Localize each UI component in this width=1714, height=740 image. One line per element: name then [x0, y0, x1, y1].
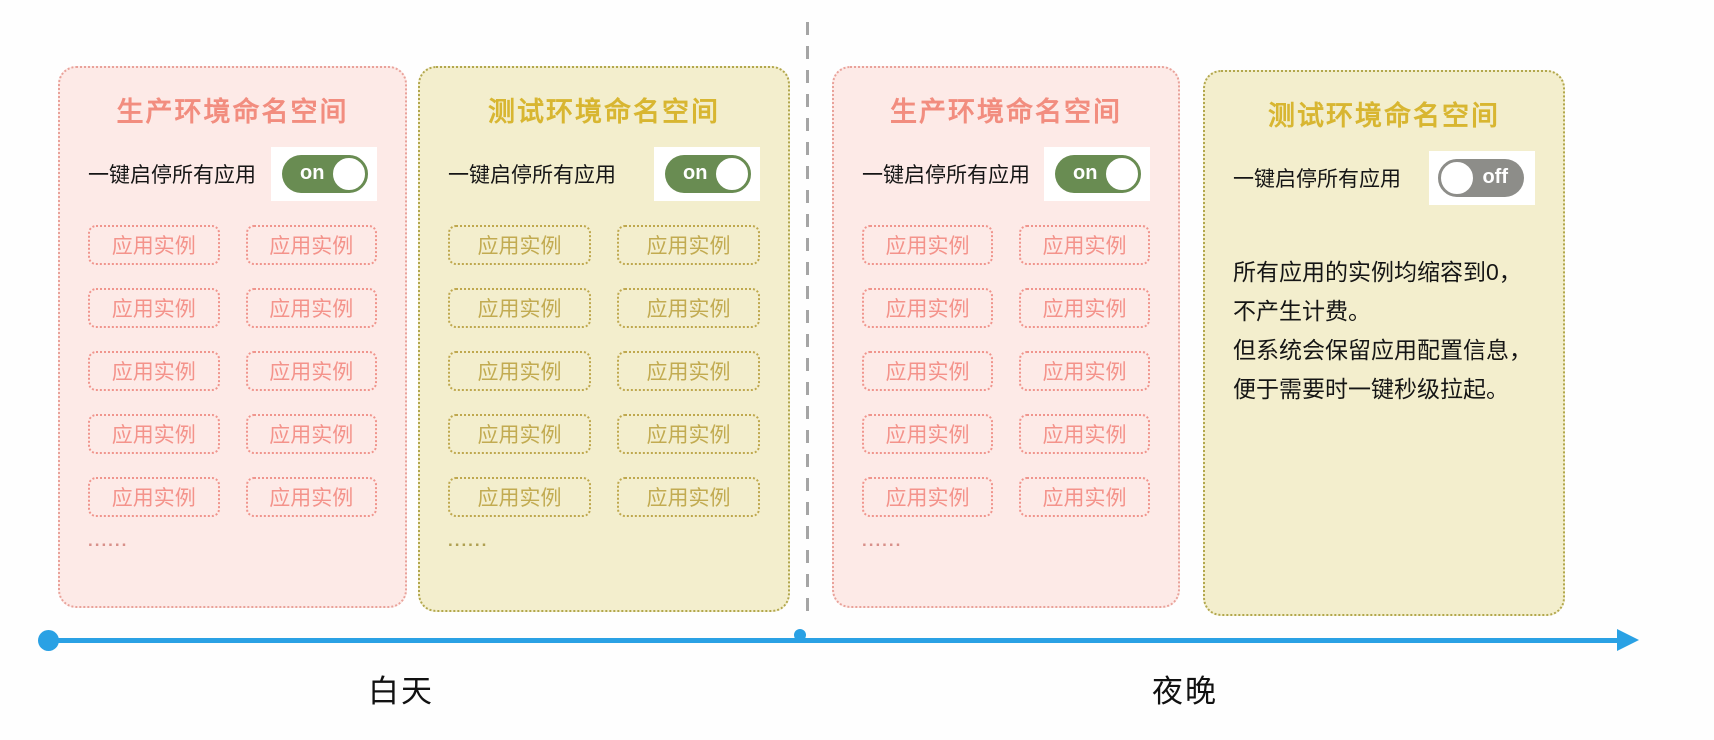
note-line: 但系统会保留应用配置信息， [1233, 337, 1532, 363]
all-apps-toggle[interactable]: on [665, 155, 751, 193]
panel-production-night: 生产环境命名空间 一键启停所有应用 on 应用实例 应用实例 应用实例 应用实例… [832, 66, 1180, 608]
toggle-label: 一键启停所有应用 [862, 164, 1030, 187]
timeline-midpoint-marker [794, 629, 806, 641]
app-instance-chip: 应用实例 [1019, 477, 1150, 517]
more-instances-ellipsis: ...... [862, 531, 903, 550]
app-instance-chip: 应用实例 [245, 414, 377, 454]
toggle-row: 一键启停所有应用 on [448, 147, 760, 201]
toggle-knob [713, 155, 751, 193]
toggle-knob [1103, 155, 1141, 193]
timeline-axis [48, 638, 1622, 643]
app-instance-chip: 应用实例 [88, 225, 220, 265]
panel-title: 测试环境命名空间 [488, 97, 720, 127]
app-instance-chip: 应用实例 [617, 225, 760, 265]
toggle-knob [1438, 159, 1476, 197]
night-label: 夜晚 [1152, 674, 1218, 709]
app-instance-chip: 应用实例 [88, 477, 220, 517]
app-instance-chip: 应用实例 [448, 351, 591, 391]
app-instance-chip: 应用实例 [617, 414, 760, 454]
toggle-state-label: on [683, 162, 708, 185]
toggle-state-label: on [1073, 162, 1098, 185]
toggle-row: 一键启停所有应用 on [88, 147, 377, 201]
app-instance-chip: 应用实例 [88, 414, 220, 454]
all-apps-toggle[interactable]: on [1055, 155, 1141, 193]
app-instance-chip: 应用实例 [1019, 288, 1150, 328]
toggle-backplate: on [1044, 147, 1150, 201]
toggle-knob [330, 155, 368, 193]
app-instance-grid: 应用实例 应用实例 应用实例 应用实例 应用实例 应用实例 应用实例 应用实例 … [862, 225, 1150, 517]
panel-production-day: 生产环境命名空间 一键启停所有应用 on 应用实例 应用实例 应用实例 应用实例… [58, 66, 407, 608]
toggle-label: 一键启停所有应用 [1233, 168, 1401, 191]
app-instance-chip: 应用实例 [448, 288, 591, 328]
app-instance-chip: 应用实例 [862, 225, 993, 265]
app-instance-chip: 应用实例 [1019, 351, 1150, 391]
panel-title: 生产环境命名空间 [116, 97, 349, 127]
app-instance-chip: 应用实例 [448, 225, 591, 265]
app-instance-grid: 应用实例 应用实例 应用实例 应用实例 应用实例 应用实例 应用实例 应用实例 … [448, 225, 760, 517]
app-instance-chip: 应用实例 [245, 351, 377, 391]
day-night-divider [806, 22, 809, 620]
toggle-label: 一键启停所有应用 [88, 164, 256, 187]
toggle-backplate: on [654, 147, 760, 201]
all-apps-toggle[interactable]: off [1438, 159, 1524, 197]
app-instance-chip: 应用实例 [448, 477, 591, 517]
app-instance-chip: 应用实例 [617, 477, 760, 517]
toggle-state-label: off [1482, 166, 1508, 189]
toggle-label: 一键启停所有应用 [448, 164, 616, 187]
app-instance-chip: 应用实例 [862, 414, 993, 454]
note-line: 所有应用的实例均缩容到0， [1233, 259, 1522, 285]
panel-test-night: 测试环境命名空间 一键启停所有应用 off 所有应用的实例均缩容到0， 不产生计… [1203, 70, 1565, 616]
note-line: 便于需要时一键秒级拉起。 [1233, 376, 1509, 402]
app-instance-grid: 应用实例 应用实例 应用实例 应用实例 应用实例 应用实例 应用实例 应用实例 … [88, 225, 377, 517]
app-instance-chip: 应用实例 [617, 288, 760, 328]
toggle-backplate: off [1429, 151, 1535, 205]
note-line: 不产生计费。 [1233, 298, 1371, 324]
more-instances-ellipsis: ...... [448, 531, 489, 550]
toggle-row: 一键启停所有应用 off [1233, 151, 1535, 205]
toggle-state-label: on [300, 162, 325, 185]
app-instance-chip: 应用实例 [245, 225, 377, 265]
app-instance-chip: 应用实例 [617, 351, 760, 391]
panel-title: 生产环境命名空间 [890, 97, 1122, 127]
more-instances-ellipsis: ...... [88, 531, 129, 550]
timeline-start-dot [38, 630, 59, 651]
app-instance-chip: 应用实例 [245, 477, 377, 517]
app-instance-chip: 应用实例 [862, 288, 993, 328]
day-label: 白天 [368, 674, 434, 709]
panel-title: 测试环境命名空间 [1268, 101, 1500, 131]
scale-to-zero-note: 所有应用的实例均缩容到0， 不产生计费。 但系统会保留应用配置信息， 便于需要时… [1233, 253, 1535, 409]
app-instance-chip: 应用实例 [1019, 225, 1150, 265]
app-instance-chip: 应用实例 [88, 351, 220, 391]
toggle-backplate: on [271, 147, 377, 201]
all-apps-toggle[interactable]: on [282, 155, 368, 193]
panel-test-day: 测试环境命名空间 一键启停所有应用 on 应用实例 应用实例 应用实例 应用实例… [418, 66, 790, 612]
toggle-row: 一键启停所有应用 on [862, 147, 1150, 201]
app-instance-chip: 应用实例 [1019, 414, 1150, 454]
app-instance-chip: 应用实例 [448, 414, 591, 454]
app-instance-chip: 应用实例 [88, 288, 220, 328]
app-instance-chip: 应用实例 [862, 351, 993, 391]
timeline-arrowhead-icon [1617, 629, 1639, 651]
app-instance-chip: 应用实例 [862, 477, 993, 517]
app-instance-chip: 应用实例 [245, 288, 377, 328]
